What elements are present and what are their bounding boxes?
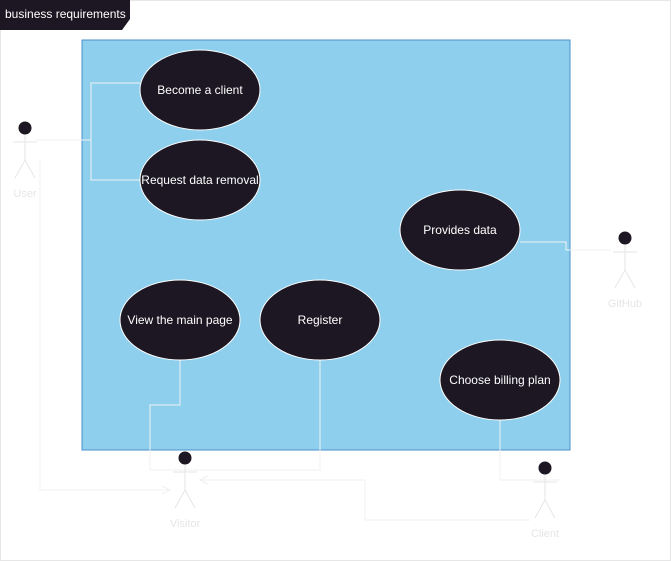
actor-user[interactable]: User bbox=[13, 121, 37, 201]
usecase-provides-data[interactable]: Provides data bbox=[399, 189, 521, 271]
frame-title-tab: business requirements bbox=[0, 0, 130, 30]
actor-head bbox=[178, 451, 192, 465]
connector-client-visitor bbox=[200, 479, 530, 521]
connector-user-become-client bbox=[36, 82, 140, 141]
connector-user-request-removal bbox=[90, 140, 140, 181]
usecase-shape bbox=[259, 279, 381, 361]
usecase-view-main-page[interactable]: View the main page bbox=[119, 279, 241, 361]
connector-view-page-visitor bbox=[149, 360, 184, 471]
usecase-label: Become a client bbox=[157, 83, 243, 97]
connector-register-visitor bbox=[184, 360, 321, 471]
frame-title: business requirements bbox=[5, 7, 126, 21]
actor-head bbox=[18, 121, 32, 135]
usecase-shape bbox=[139, 139, 261, 221]
arrowhead-user-visitor bbox=[161, 485, 172, 495]
actor-label: Client bbox=[531, 528, 559, 540]
actor-visitor[interactable]: Visitor bbox=[170, 451, 201, 531]
actor-github[interactable]: GitHub bbox=[608, 231, 642, 311]
usecase-label: Request data removal bbox=[141, 173, 258, 187]
actor-body bbox=[13, 135, 37, 179]
usecase-choose-billing-plan[interactable]: Choose billing plan bbox=[439, 339, 561, 421]
actor-label: Visitor bbox=[170, 518, 201, 530]
usecase-label: Choose billing plan bbox=[449, 373, 550, 387]
usecase-shape bbox=[439, 339, 561, 421]
actor-body bbox=[613, 245, 637, 289]
arrowhead-client-visitor bbox=[198, 475, 209, 485]
usecase-label: Provides data bbox=[423, 223, 497, 237]
usecase-label: Register bbox=[298, 313, 343, 327]
usecase-shape bbox=[119, 279, 241, 361]
usecase-label: View the main page bbox=[127, 313, 233, 327]
actor-client[interactable]: Client bbox=[531, 461, 559, 541]
frame-title-tab-shape bbox=[0, 0, 130, 30]
actor-head bbox=[538, 461, 552, 475]
connector-provides-data-github bbox=[520, 241, 611, 251]
actor-label: User bbox=[13, 188, 37, 200]
usecase-shape bbox=[399, 189, 521, 271]
actor-body bbox=[173, 465, 197, 509]
usecase-request-data-removal[interactable]: Request data removal bbox=[139, 139, 261, 221]
connectors bbox=[36, 82, 611, 521]
actor-body bbox=[533, 475, 557, 519]
connector-billing-client bbox=[499, 420, 560, 481]
usecase-become-client[interactable]: Become a client bbox=[139, 49, 261, 131]
connector-user-visitor bbox=[39, 160, 170, 491]
usecase-shape bbox=[139, 49, 261, 131]
actor-label: GitHub bbox=[608, 298, 642, 310]
actor-head bbox=[618, 231, 632, 245]
usecase-register[interactable]: Register bbox=[259, 279, 381, 361]
